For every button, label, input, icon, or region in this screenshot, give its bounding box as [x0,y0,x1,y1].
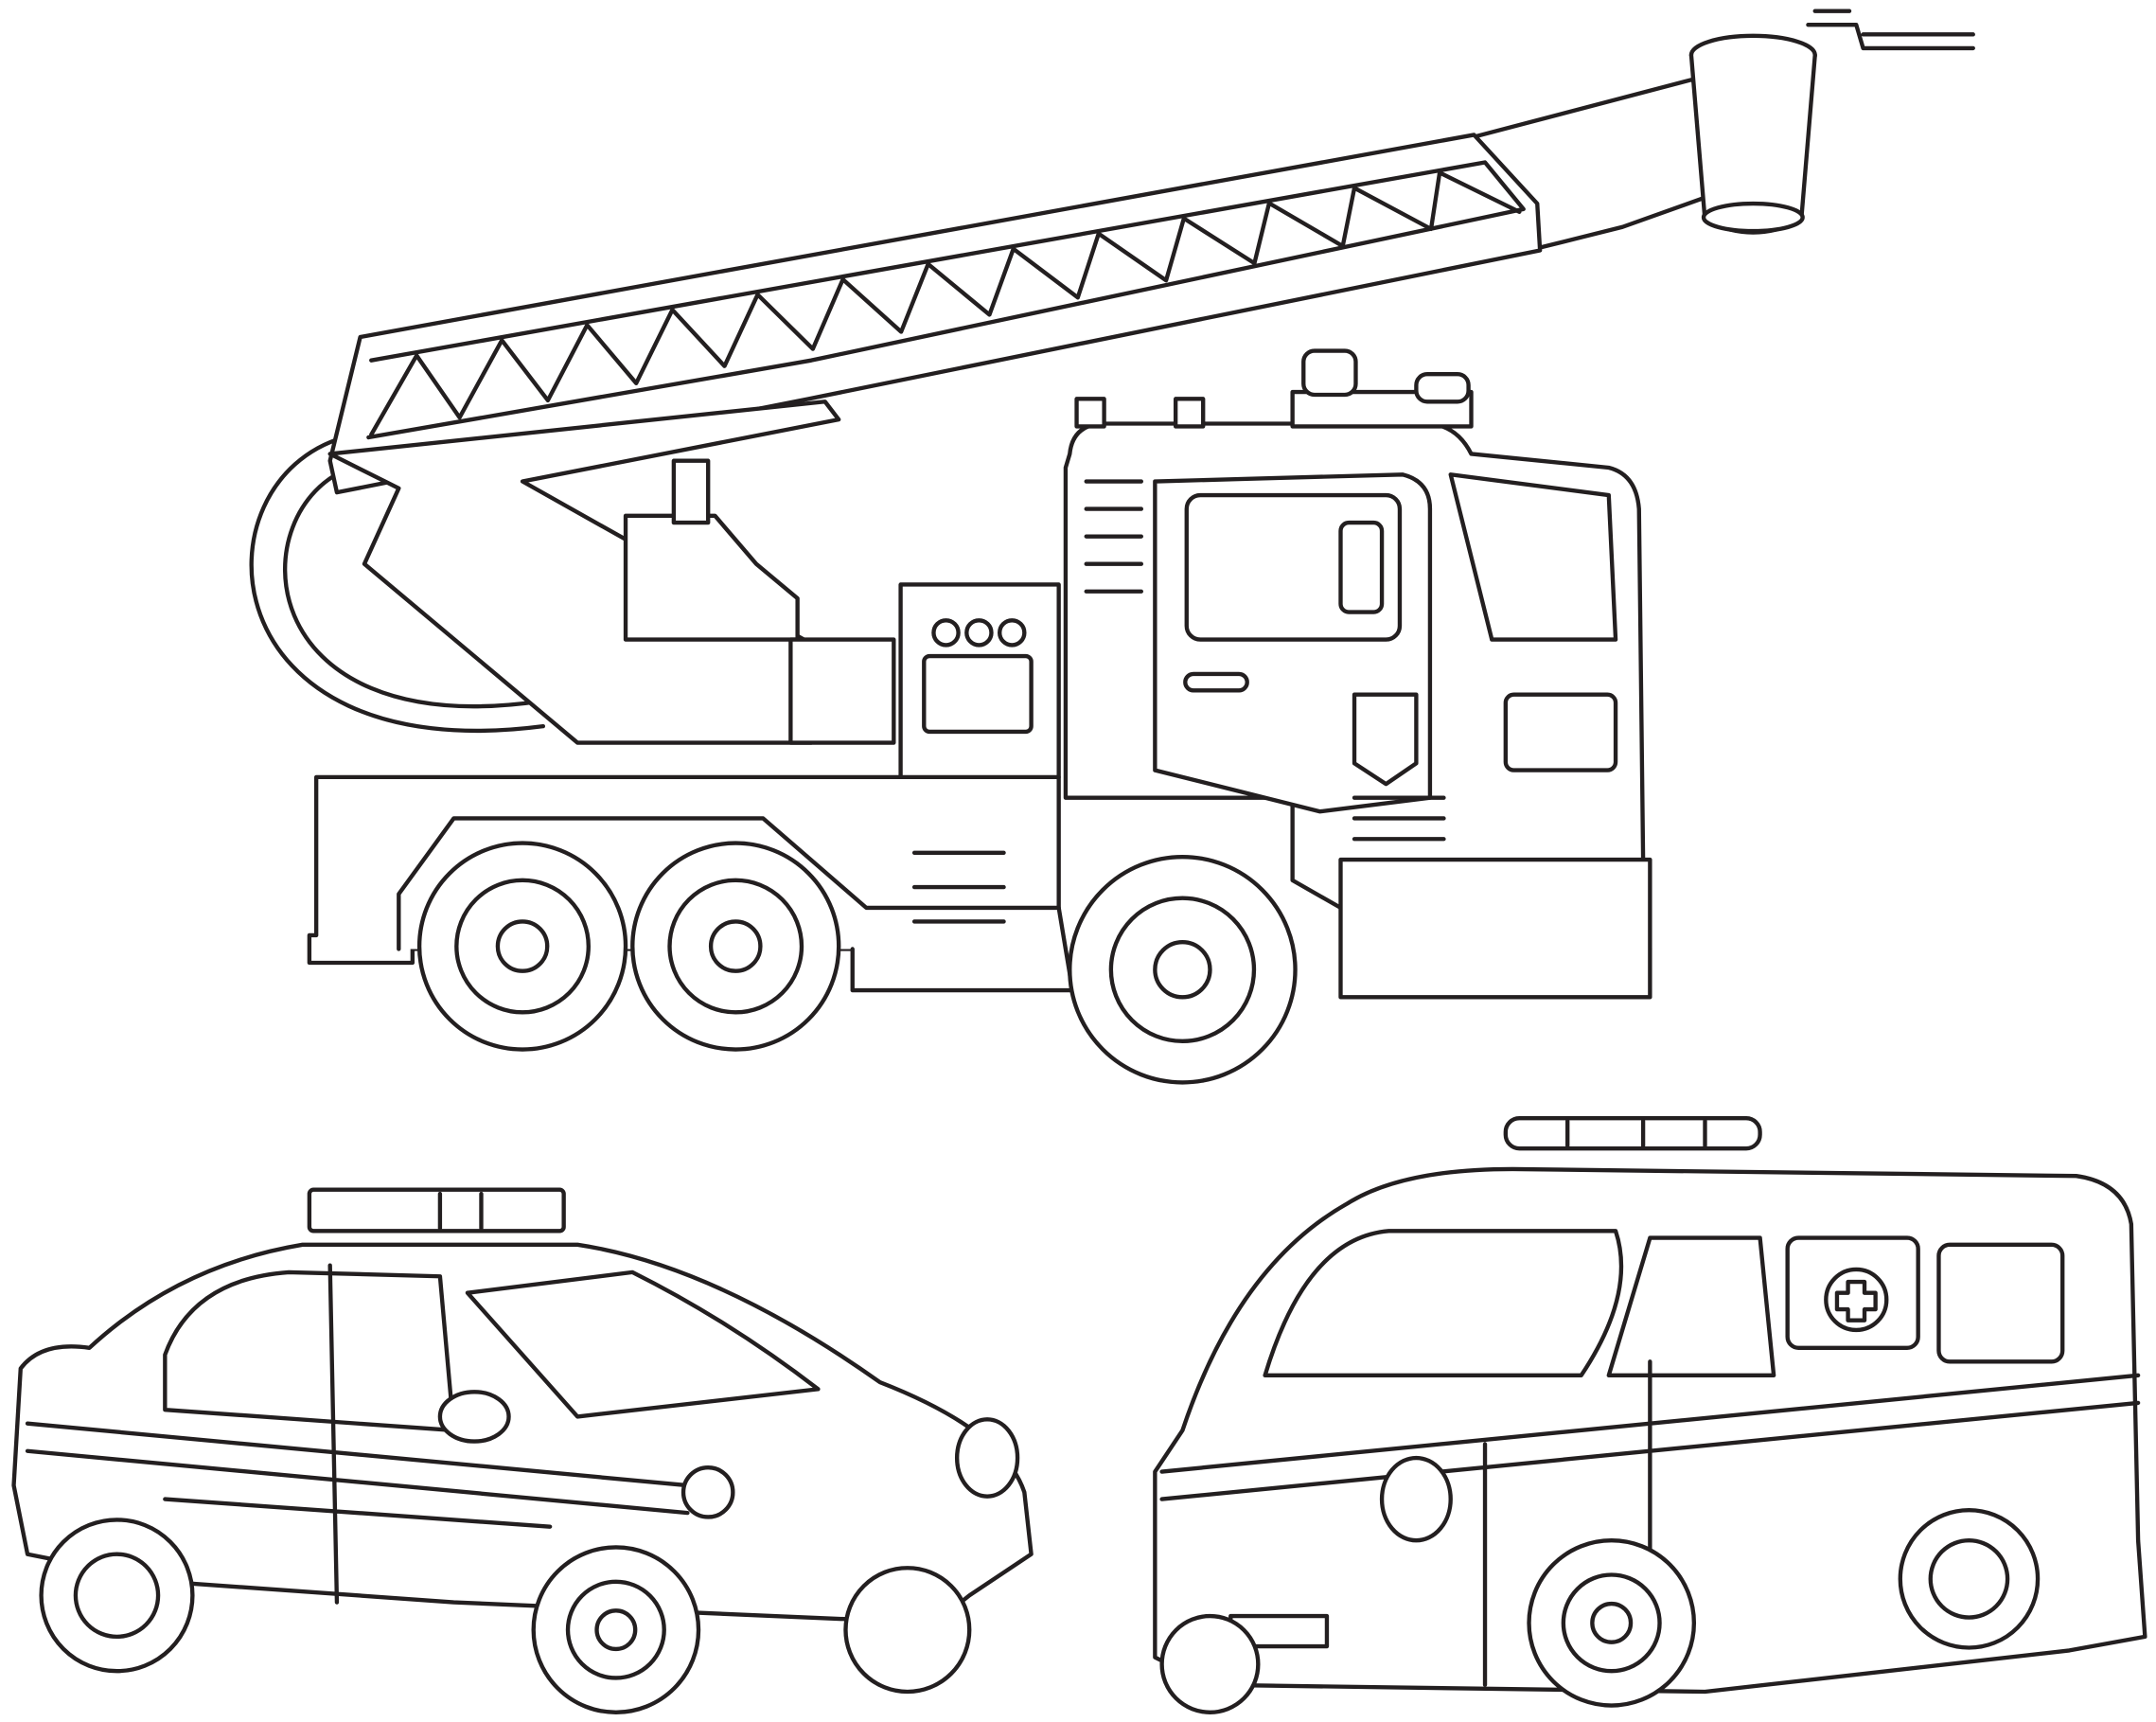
truck-cab [1063,348,1652,1000]
fire-truck [249,9,1975,1085]
ambulance [1153,1115,2147,1714]
truck-wheels [416,841,1298,1085]
ladder-lattice [369,170,1522,437]
ladder-boom [327,78,1728,495]
ambulance-wheels [1159,1508,2041,1714]
ladder-bucket [1688,9,1975,235]
hose-loop [249,435,546,734]
police-car [11,1187,1034,1714]
turret [327,399,896,745]
light-bar [307,1187,566,1234]
ladder-rungs [369,170,1522,437]
light-bar [1503,1115,1762,1151]
medical-cross-emblem [1824,1267,1889,1333]
police-wheels [39,1518,972,1714]
